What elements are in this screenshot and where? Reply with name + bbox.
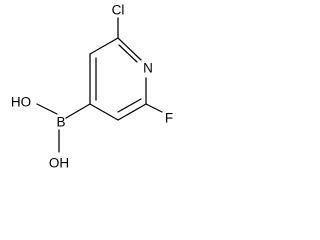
bond-n1-c2 [117,37,142,61]
bond-c5-c6 [117,103,147,121]
atom-label-b: B [56,115,65,130]
bonds [36,17,163,153]
atom-label-n: N [143,61,153,76]
atom-label-cl: Cl [112,3,125,18]
bond-c2-c3 [89,37,119,55]
atom-label-f: F [165,111,173,126]
atom-label-ho: HO [11,95,31,110]
atom-labels: Cl N F B HO OH [11,3,173,171]
bond-c4-b [65,103,91,119]
bond-c6-f [145,103,163,113]
chemical-structure: Cl N F B HO OH [11,3,173,171]
atom-label-oh: OH [49,156,69,171]
bond-c5-c6-inner [117,98,142,113]
bond-b-o-upper [36,103,58,115]
bond-n1-c2-inner [118,44,138,63]
bond-c4-c5 [89,103,119,121]
